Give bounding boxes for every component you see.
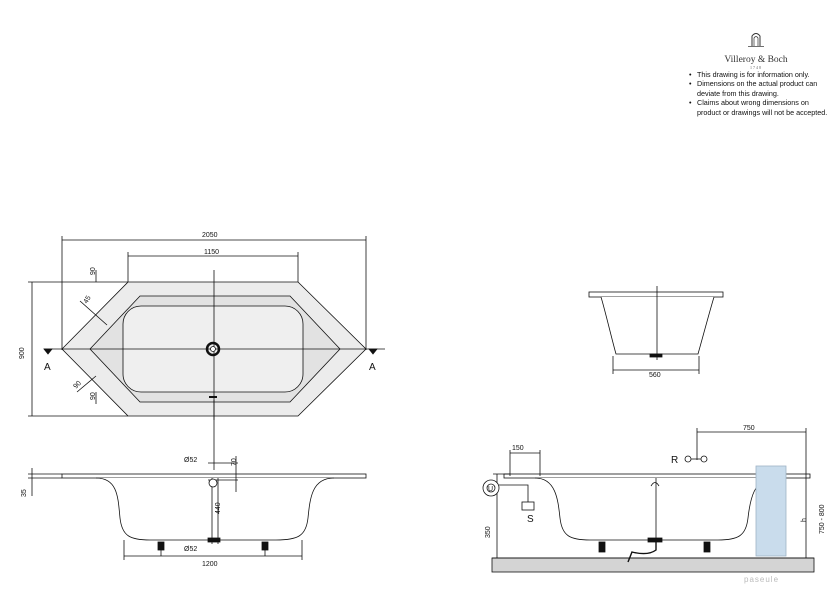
section-label-left: A (44, 362, 51, 373)
dim-drain-diameter: Ø52 (184, 457, 197, 464)
dim-r-distance: 750 (743, 425, 755, 432)
brand-year: 1748 (750, 65, 762, 70)
dim-drain-top: 70 (231, 458, 238, 466)
dim-drain-height: 440 (215, 502, 222, 514)
section-label-right: A (369, 362, 376, 373)
dim-angle-bottom: 90 (72, 380, 83, 391)
front-view (28, 400, 367, 560)
brand-name: Villeroy & Boch (724, 55, 788, 65)
dim-offset-top: 90 (90, 267, 97, 275)
brand-logo: Villeroy & Boch 1748 (700, 30, 812, 70)
note-1: This drawing is for information only. (689, 70, 829, 80)
dim-rim: 35 (21, 489, 28, 497)
dim-floor-height: 350 (485, 526, 492, 538)
dim-width: 900 (19, 347, 26, 359)
label-u: U (488, 486, 493, 493)
note-2: Dimensions on the actual product can dev… (689, 79, 829, 98)
dim-base-width: 560 (649, 372, 661, 379)
watermark-text: paseule (744, 575, 779, 584)
top-view (28, 236, 385, 420)
dim-overall-length: 2050 (202, 232, 218, 239)
dim-base-length: 1200 (202, 561, 218, 568)
label-r: R (671, 455, 678, 466)
dim-offset-bottom: 90 (90, 392, 97, 400)
dim-foot-drain: Ø52 (184, 546, 197, 553)
label-s: S (527, 514, 534, 525)
installation-view (482, 428, 815, 573)
dim-height-range: 750 - 800 (819, 504, 826, 534)
note-3: Claims about wrong dimensions on product… (689, 98, 829, 117)
dim-inner-length: 1150 (204, 249, 219, 256)
brand-emblem-icon (748, 33, 764, 47)
label-h: h (801, 518, 808, 522)
side-view (588, 286, 724, 374)
dim-trap-offset: 150 (512, 445, 524, 452)
dim-angle-top: 45 (83, 295, 93, 305)
disclaimer-notes: This drawing is for information only. Di… (689, 70, 829, 117)
